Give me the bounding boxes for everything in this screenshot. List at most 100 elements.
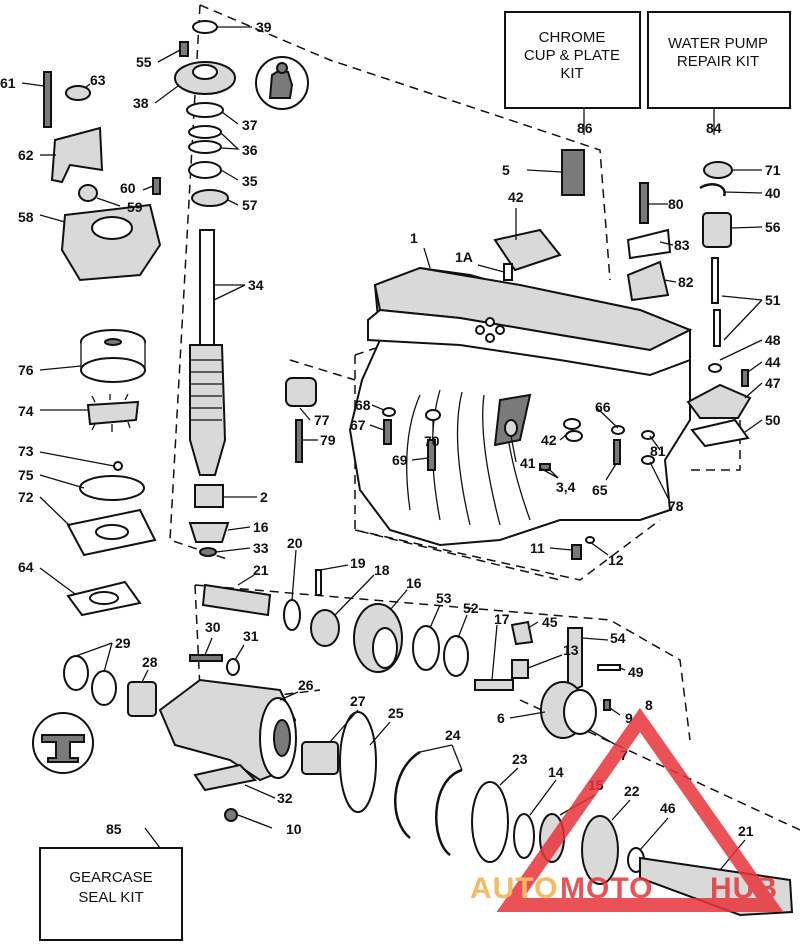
label-25: 25 bbox=[388, 705, 404, 721]
label-64: 64 bbox=[18, 559, 34, 575]
automotohub-watermark-logo: AUTO MOTO HUB bbox=[470, 707, 784, 912]
label-76: 76 bbox=[18, 362, 34, 378]
chrome-cup-plate-kit-box: CHROME CUP & PLATE KIT bbox=[504, 11, 641, 109]
left-column-parts bbox=[43, 20, 236, 617]
label-13: 13 bbox=[563, 642, 579, 658]
label-58: 58 bbox=[18, 209, 34, 225]
label-71: 71 bbox=[765, 162, 781, 178]
label-32: 32 bbox=[277, 790, 293, 806]
label-23: 23 bbox=[512, 751, 528, 767]
label-65: 65 bbox=[592, 482, 608, 498]
chrome-kit-line2: CUP & PLATE bbox=[524, 47, 620, 64]
label-9: 9 bbox=[625, 710, 633, 726]
label-26: 26 bbox=[298, 677, 314, 693]
label-54: 54 bbox=[610, 630, 626, 646]
label-83: 83 bbox=[674, 237, 690, 253]
gearcase-seal-kit-box: GEARCASE SEAL KIT bbox=[39, 847, 183, 941]
label-1A: 1A bbox=[455, 249, 473, 265]
label-41: 41 bbox=[520, 455, 536, 471]
label-38: 38 bbox=[133, 95, 149, 111]
label-28: 28 bbox=[142, 654, 158, 670]
label-24: 24 bbox=[445, 727, 461, 743]
label-39: 39 bbox=[256, 19, 272, 35]
label-77: 77 bbox=[314, 412, 330, 428]
label-84: 84 bbox=[706, 120, 722, 136]
label-14: 14 bbox=[548, 764, 564, 780]
label-17: 17 bbox=[494, 611, 510, 627]
label-46: 46 bbox=[660, 800, 676, 816]
label-40: 40 bbox=[765, 185, 781, 201]
label-56: 56 bbox=[765, 219, 781, 235]
label-42-lower: 42 bbox=[541, 432, 557, 448]
label-12: 12 bbox=[608, 552, 624, 568]
label-29: 29 bbox=[115, 635, 131, 651]
seal-orientation-detail bbox=[32, 712, 94, 774]
label-30: 30 bbox=[205, 619, 221, 635]
label-8: 8 bbox=[645, 697, 653, 713]
right-side-parts bbox=[285, 149, 752, 560]
label-86: 86 bbox=[577, 120, 593, 136]
label-74: 74 bbox=[18, 403, 34, 419]
water-pump-repair-kit-box: WATER PUMP REPAIR KIT bbox=[647, 11, 791, 109]
label-68: 68 bbox=[355, 397, 371, 413]
label-73: 73 bbox=[18, 443, 34, 459]
gearcase-kit-line2: SEAL KIT bbox=[78, 889, 143, 906]
label-53: 53 bbox=[436, 590, 452, 606]
label-48: 48 bbox=[765, 332, 781, 348]
label-47: 47 bbox=[765, 375, 781, 391]
label-70: 70 bbox=[424, 433, 440, 449]
label-59: 59 bbox=[127, 199, 143, 215]
chrome-kit-line1: CHROME bbox=[539, 29, 606, 46]
label-16-lower: 16 bbox=[406, 575, 422, 591]
label-69: 69 bbox=[392, 452, 408, 468]
label-60: 60 bbox=[120, 180, 136, 196]
label-33: 33 bbox=[253, 540, 269, 556]
label-66: 66 bbox=[595, 399, 611, 415]
label-55: 55 bbox=[136, 54, 152, 70]
label-27: 27 bbox=[350, 693, 366, 709]
gearcase-housing bbox=[348, 266, 693, 547]
label-80: 80 bbox=[668, 196, 684, 212]
waterpump-kit-line2: REPAIR KIT bbox=[677, 53, 759, 70]
waterpump-kit-line1: WATER PUMP bbox=[668, 35, 768, 52]
label-72: 72 bbox=[18, 489, 34, 505]
label-67: 67 bbox=[350, 417, 366, 433]
label-20: 20 bbox=[287, 535, 303, 551]
center-lower-parts bbox=[63, 569, 794, 917]
label-62: 62 bbox=[18, 147, 34, 163]
label-52: 52 bbox=[463, 600, 479, 616]
label-51: 51 bbox=[765, 292, 781, 308]
label-49: 49 bbox=[628, 664, 644, 680]
label-10: 10 bbox=[286, 821, 302, 837]
label-7: 7 bbox=[620, 747, 628, 763]
label-35: 35 bbox=[242, 173, 258, 189]
label-34: 34 bbox=[248, 277, 264, 293]
label-21-lower: 21 bbox=[738, 823, 754, 839]
label-21-upper: 21 bbox=[253, 562, 269, 578]
label-1: 1 bbox=[410, 230, 418, 246]
label-85: 85 bbox=[106, 821, 122, 837]
label-63: 63 bbox=[90, 72, 106, 88]
gearcase-kit-line1: GEARCASE bbox=[69, 869, 152, 886]
svg-text:HUB: HUB bbox=[710, 872, 778, 905]
label-61: 61 bbox=[0, 75, 16, 91]
label-82: 82 bbox=[678, 274, 694, 290]
label-42-upper: 42 bbox=[508, 189, 524, 205]
label-2: 2 bbox=[260, 489, 268, 505]
label-16-upper: 16 bbox=[253, 519, 269, 535]
label-81: 81 bbox=[650, 443, 666, 459]
label-50: 50 bbox=[765, 412, 781, 428]
label-79: 79 bbox=[320, 432, 336, 448]
label-3-4: 3,4 bbox=[556, 479, 576, 495]
label-6: 6 bbox=[497, 710, 505, 726]
svg-text:MOTO: MOTO bbox=[560, 872, 653, 905]
label-5: 5 bbox=[502, 162, 510, 178]
label-36: 36 bbox=[242, 142, 258, 158]
label-11: 11 bbox=[530, 540, 545, 556]
label-22: 22 bbox=[624, 783, 640, 799]
label-78: 78 bbox=[668, 498, 684, 514]
part-labels: 39 55 61 63 38 37 36 35 57 62 60 59 58 3… bbox=[0, 19, 781, 839]
label-18: 18 bbox=[374, 562, 390, 578]
chrome-kit-line3: KIT bbox=[560, 65, 583, 82]
